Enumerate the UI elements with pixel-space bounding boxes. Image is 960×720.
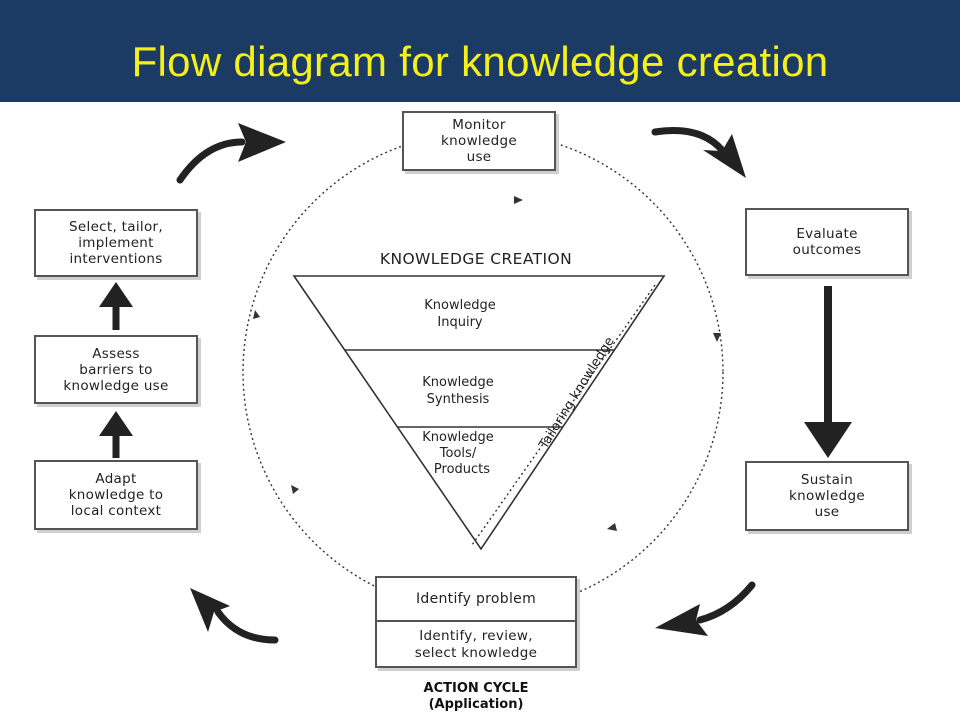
- circle-arrowheads: [253, 196, 721, 531]
- title-banner: [0, 0, 960, 102]
- curved-arrow-bottom-right: [655, 581, 756, 636]
- knowledge-funnel: [292, 275, 666, 551]
- arrow-adapt-to-assess: [99, 411, 133, 458]
- knowledge-cycle-circle: [242, 131, 724, 613]
- level-tools-line1: Knowledge: [422, 430, 493, 445]
- level-inquiry: Knowledge Inquiry: [424, 298, 495, 330]
- assess-barriers-box: Assess barriers to knowledge use: [34, 335, 198, 404]
- level-synthesis: Knowledge Synthesis: [422, 375, 493, 407]
- sustain-knowledge-use-box: Sustain knowledge use: [745, 461, 909, 531]
- curved-arrow-top-left: [176, 123, 286, 184]
- monitor-knowledge-use-box: Monitor knowledge use: [402, 111, 556, 171]
- level-inquiry-line2: Inquiry: [437, 315, 483, 330]
- evaluate-outcomes-box: Evaluate outcomes: [745, 208, 909, 276]
- curved-arrow-bottom-left: [190, 588, 279, 644]
- level-inquiry-line1: Knowledge: [424, 298, 495, 313]
- level-synthesis-line2: Synthesis: [427, 392, 490, 407]
- action-cycle-caption: ACTION CYCLE (Application): [423, 681, 529, 712]
- arrow-evaluate-to-sustain: [804, 286, 852, 458]
- identify-problem-label: Identify problem: [415, 591, 537, 607]
- level-tools: Knowledge Tools/ Products: [422, 430, 493, 477]
- level-synthesis-line1: Knowledge: [422, 375, 493, 390]
- action-box-divider: [377, 620, 575, 622]
- level-tools-line3: Products: [434, 462, 490, 477]
- arrow-assess-to-select: [99, 282, 133, 330]
- knowledge-creation-heading: KNOWLEDGE CREATION: [380, 250, 572, 268]
- level-tools-line2: Tools/: [439, 446, 477, 461]
- adapt-knowledge-box: Adapt knowledge to local context: [34, 460, 198, 530]
- select-tailor-implement-box: Select, tailor, implement interventions: [34, 209, 198, 277]
- page-title: Flow diagram for knowledge creation: [131, 38, 829, 85]
- action-cycle-box: Identify problem Identify, review, selec…: [375, 576, 577, 668]
- curved-arrow-top-right: [651, 126, 746, 178]
- identify-review-select-label: Identify, review, select knowledge: [414, 628, 538, 661]
- tailoring-knowledge-label: Tailoring knowledge: [536, 334, 618, 452]
